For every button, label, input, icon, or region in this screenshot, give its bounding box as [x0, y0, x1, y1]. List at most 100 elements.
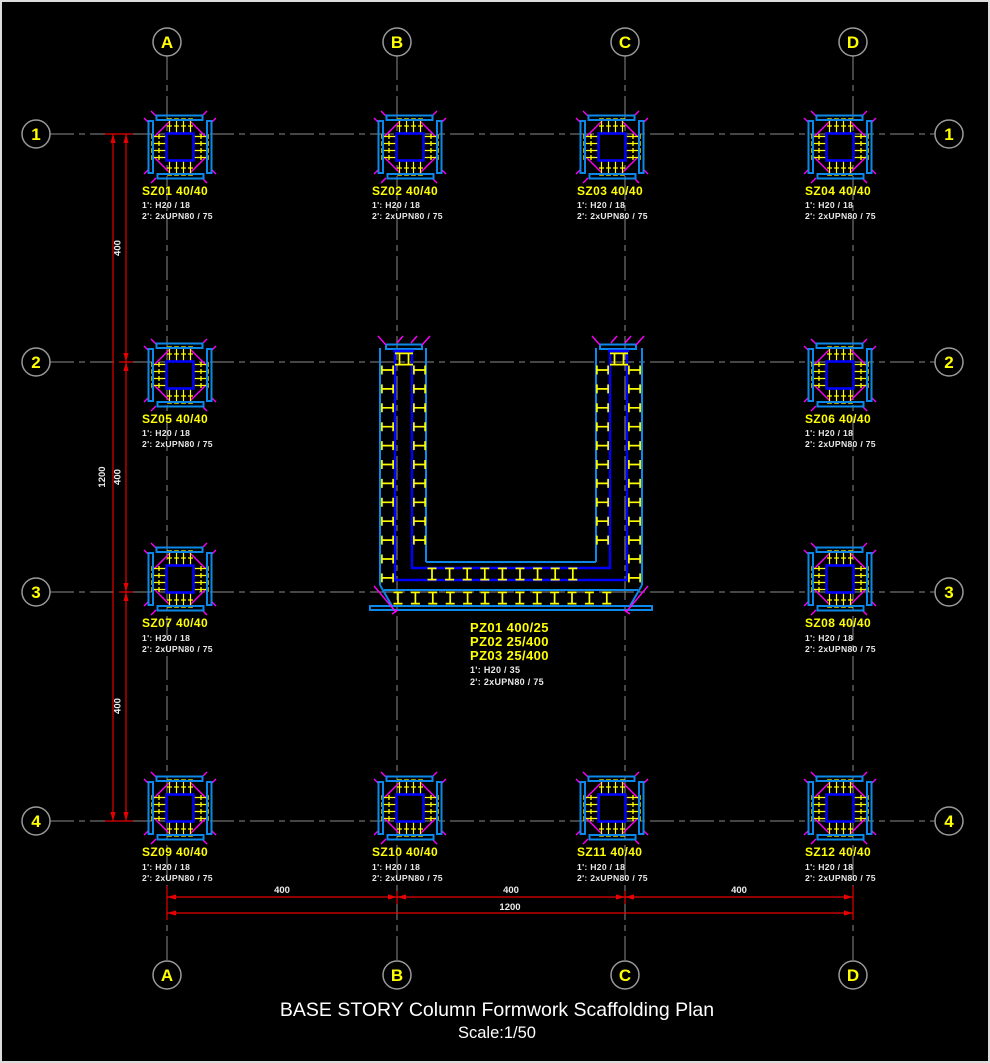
column-label-sz04: SZ04 40/40 1': H20 / 18 2': 2xUPN80 / 75 — [805, 184, 876, 221]
grid-bubble-label: A — [161, 966, 173, 985]
column-note-2: 2': 2xUPN80 / 75 — [142, 644, 213, 654]
column-label-sz01: SZ01 40/40 1': H20 / 18 2': 2xUPN80 / 75 — [142, 184, 213, 221]
column-note-1: 1': H20 / 18 — [142, 200, 190, 210]
column-note-1: 1': H20 / 18 — [142, 862, 190, 872]
column-label-sz07: SZ07 40/40 1': H20 / 18 2': 2xUPN80 / 75 — [142, 616, 213, 654]
grid-bubble-top-a: A — [152, 27, 182, 57]
column-note-2: 2': 2xUPN80 / 75 — [142, 439, 213, 449]
column-note-2: 2': 2xUPN80 / 75 — [577, 211, 648, 221]
grid-bubble-label: 2 — [31, 353, 40, 372]
dim-bottom-seg1: 400 — [274, 885, 290, 896]
column-tag: SZ12 40/40 — [805, 845, 871, 859]
grid-bubbles: A B C D A B C D 1 2 3 4 1 2 3 4 — [21, 27, 964, 990]
column-note-1: 1': H20 / 18 — [805, 200, 853, 210]
column-label-sz03: SZ03 40/40 1': H20 / 18 2': 2xUPN80 / 75 — [577, 184, 648, 221]
wall-note-1: 1': H20 / 35 — [470, 665, 520, 675]
bottom-dimension: 400 400 400 1200 — [166, 885, 854, 920]
dim-left-seg2: 400 — [113, 469, 124, 485]
column-note-2: 2': 2xUPN80 / 75 — [372, 211, 443, 221]
column-note-1: 1': H20 / 18 — [142, 633, 190, 643]
column-label-sz06: SZ06 40/40 1': H20 / 18 2': 2xUPN80 / 75 — [805, 412, 876, 449]
dim-left-total: 1200 — [97, 466, 108, 487]
grid-bubble-top-c: C — [610, 27, 640, 57]
grid-bubble-bottom-b: B — [382, 960, 412, 990]
column-note-2: 2': 2xUPN80 / 75 — [142, 211, 213, 221]
column-symbol-sz02 — [374, 111, 446, 183]
grid-bubble-label: 1 — [31, 125, 40, 144]
grid-bubble-label: 3 — [944, 583, 953, 602]
wall-h20-beams — [381, 352, 641, 605]
title-block: BASE STORY Column Formwork Scaffolding P… — [280, 999, 714, 1042]
grid-bubble-label: B — [391, 33, 403, 52]
column-symbol-sz03 — [576, 111, 648, 183]
column-symbol-sz09 — [144, 772, 216, 844]
wall-tag-pz02: PZ02 25/400 — [470, 634, 549, 649]
column-note-2: 2': 2xUPN80 / 75 — [142, 873, 213, 883]
column-tag: SZ06 40/40 — [805, 412, 871, 426]
grid-bubble-label: 3 — [31, 583, 40, 602]
column-label-sz08: SZ08 40/40 1': H20 / 18 2': 2xUPN80 / 75 — [805, 616, 876, 654]
grid-bubble-left-2: 2 — [21, 347, 51, 377]
column-symbol-sz07 — [144, 543, 216, 615]
column-note-1: 1': H20 / 18 — [805, 862, 853, 872]
column-symbol-sz11 — [576, 772, 648, 844]
grid-bubble-label: C — [619, 966, 631, 985]
left-dimension: 400 400 400 1200 — [97, 133, 133, 822]
grid-bubble-label: C — [619, 33, 631, 52]
grid-bubble-left-4: 4 — [21, 806, 51, 836]
grid-bubble-right-1: 1 — [934, 119, 964, 149]
column-label-sz09: SZ09 40/40 1': H20 / 18 2': 2xUPN80 / 75 — [142, 845, 213, 883]
grid-bubble-label: D — [847, 966, 859, 985]
column-note-1: 1': H20 / 18 — [577, 862, 625, 872]
column-symbol-sz12 — [804, 772, 876, 844]
column-label-sz11: SZ11 40/40 1': H20 / 18 2': 2xUPN80 / 75 — [577, 845, 648, 883]
grid-bubble-label: 1 — [944, 125, 953, 144]
grid-bubble-bottom-a: A — [152, 960, 182, 990]
column-symbols — [144, 111, 876, 844]
column-note-2: 2': 2xUPN80 / 75 — [805, 873, 876, 883]
column-note-2: 2': 2xUPN80 / 75 — [805, 439, 876, 449]
wall-tag-pz03: PZ03 25/400 — [470, 648, 549, 663]
grid-bubble-label: 2 — [944, 353, 953, 372]
grid-bubble-right-3: 3 — [934, 577, 964, 607]
column-symbol-sz05 — [144, 339, 216, 411]
column-tag: SZ11 40/40 — [577, 845, 642, 859]
grid-bubble-top-d: D — [838, 27, 868, 57]
column-labels: SZ01 40/40 1': H20 / 18 2': 2xUPN80 / 75… — [142, 184, 876, 883]
column-tag: SZ02 40/40 — [372, 184, 438, 198]
column-symbol-sz08 — [804, 543, 876, 615]
column-note-1: 1': H20 / 18 — [805, 428, 853, 438]
column-tag: SZ07 40/40 — [142, 616, 208, 630]
column-note-1: 1': H20 / 18 — [372, 862, 420, 872]
column-tag: SZ09 40/40 — [142, 845, 208, 859]
column-tag: SZ05 40/40 — [142, 412, 208, 426]
column-label-sz12: SZ12 40/40 1': H20 / 18 2': 2xUPN80 / 75 — [805, 845, 876, 883]
column-note-2: 2': 2xUPN80 / 75 — [805, 211, 876, 221]
plan-scale: Scale:1/50 — [458, 1024, 536, 1042]
column-label-sz10: SZ10 40/40 1': H20 / 18 2': 2xUPN80 / 75 — [372, 845, 443, 883]
grid-bubble-bottom-c: C — [610, 960, 640, 990]
column-symbol-sz04 — [804, 111, 876, 183]
grid-bubble-label: 4 — [944, 812, 954, 831]
grid-bubble-top-b: B — [382, 27, 412, 57]
grid-bubble-bottom-d: D — [838, 960, 868, 990]
grid-bubble-label: A — [161, 33, 173, 52]
dim-bottom-seg2: 400 — [503, 885, 519, 896]
dim-left-seg1: 400 — [113, 240, 124, 256]
plan-title: BASE STORY Column Formwork Scaffolding P… — [280, 999, 714, 1021]
column-note-1: 1': H20 / 18 — [805, 633, 853, 643]
column-tag: SZ04 40/40 — [805, 184, 871, 198]
grid-bubble-right-4: 4 — [934, 806, 964, 836]
column-label-sz02: SZ02 40/40 1': H20 / 18 2': 2xUPN80 / 75 — [372, 184, 443, 221]
column-note-1: 1': H20 / 18 — [372, 200, 420, 210]
shear-wall-formwork — [369, 335, 653, 615]
dim-left-seg3: 400 — [113, 698, 124, 714]
column-note-2: 2': 2xUPN80 / 75 — [805, 644, 876, 654]
column-tag: SZ01 40/40 — [142, 184, 208, 198]
column-symbol-sz01 — [144, 111, 216, 183]
column-tag: SZ08 40/40 — [805, 616, 871, 630]
column-note-1: 1': H20 / 18 — [142, 428, 190, 438]
grid-lines — [50, 56, 935, 961]
